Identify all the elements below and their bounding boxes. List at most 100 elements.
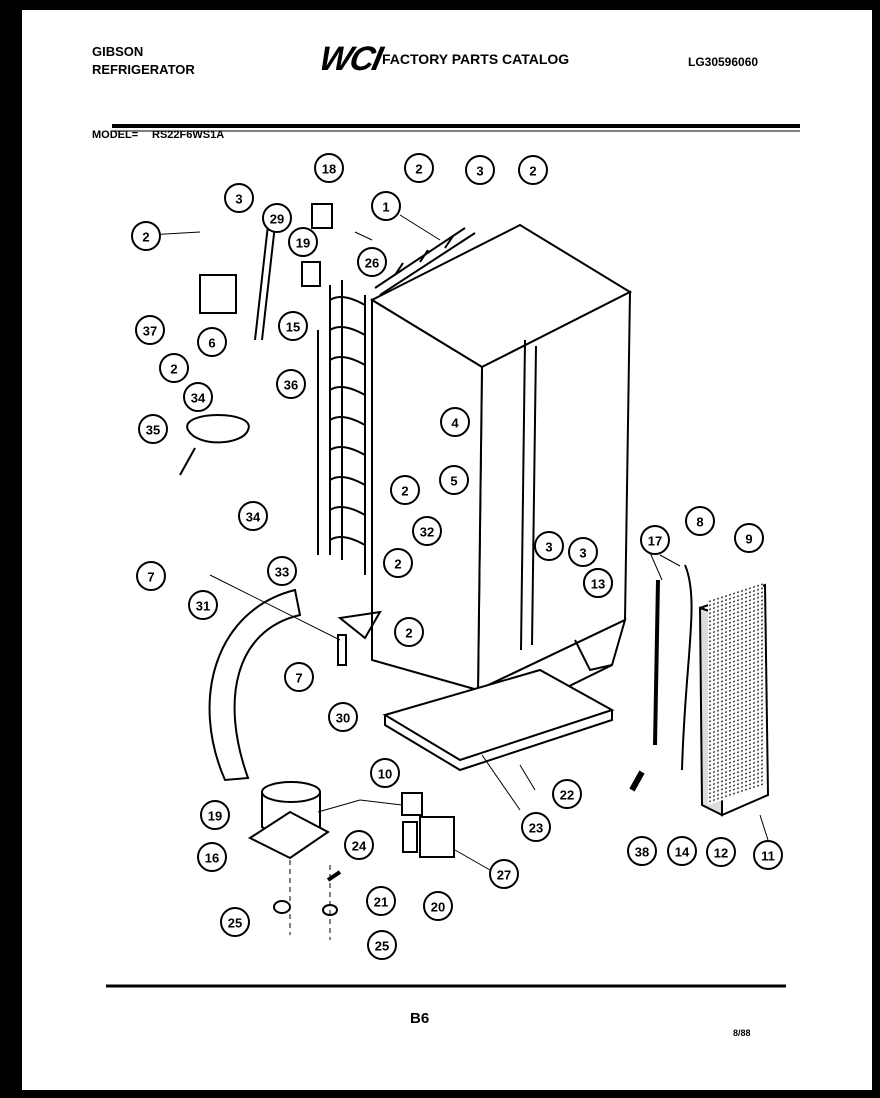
part-callout-32: 32 bbox=[412, 516, 442, 546]
callout-circle bbox=[138, 414, 168, 444]
callout-number: 24 bbox=[352, 839, 367, 854]
part-callout-3: 3 bbox=[568, 537, 598, 567]
part-callout-10: 10 bbox=[370, 758, 400, 788]
part-callout-34: 34 bbox=[183, 382, 213, 412]
callout-circle bbox=[135, 315, 165, 345]
part-callout-38: 38 bbox=[627, 836, 657, 866]
callout-circle bbox=[685, 506, 715, 536]
callout-circle bbox=[534, 531, 564, 561]
heater-rod bbox=[653, 579, 660, 746]
callout-number: 11 bbox=[761, 849, 775, 864]
callout-number: 6 bbox=[208, 336, 215, 351]
part-callout-8: 8 bbox=[685, 506, 715, 536]
callout-number: 27 bbox=[497, 868, 511, 883]
callout-circle bbox=[238, 501, 268, 531]
control-parts bbox=[179, 203, 645, 916]
part-callout-2: 2 bbox=[394, 617, 424, 647]
print-date: 8/88 bbox=[733, 1028, 751, 1038]
callout-circle bbox=[667, 836, 697, 866]
callout-number: 7 bbox=[147, 570, 154, 585]
callout-circle bbox=[367, 930, 397, 960]
callout-circle bbox=[288, 227, 318, 257]
callout-circle bbox=[412, 516, 442, 546]
callout-number: 14 bbox=[675, 845, 690, 860]
part-callout-25: 25 bbox=[367, 930, 397, 960]
model-label: MODEL= bbox=[92, 129, 139, 141]
callout-number: 35 bbox=[146, 423, 160, 438]
part-callout-35: 35 bbox=[138, 414, 168, 444]
part-callout-2: 2 bbox=[404, 153, 434, 183]
callout-circle bbox=[390, 475, 420, 505]
part-callout-31: 31 bbox=[188, 590, 218, 620]
part-callout-29: 29 bbox=[262, 203, 292, 233]
callout-circle bbox=[440, 407, 470, 437]
callout-number: 2 bbox=[394, 557, 401, 572]
callout-number: 37 bbox=[143, 324, 157, 339]
callout-circle bbox=[439, 465, 469, 495]
part-callout-4: 4 bbox=[440, 407, 470, 437]
callout-number: 2 bbox=[142, 230, 149, 245]
callout-circle bbox=[552, 779, 582, 809]
callout-circle bbox=[197, 327, 227, 357]
callout-circle bbox=[262, 203, 292, 233]
evaporator-panel bbox=[698, 582, 770, 817]
callout-circle bbox=[220, 907, 250, 937]
callout-circle bbox=[188, 590, 218, 620]
callout-circle bbox=[489, 859, 519, 889]
callout-circle bbox=[371, 191, 401, 221]
part-callout-15: 15 bbox=[278, 311, 308, 341]
part-callout-2: 2 bbox=[390, 475, 420, 505]
callout-number: 22 bbox=[560, 788, 574, 803]
document-number: LG30596060 bbox=[688, 55, 759, 69]
callout-number: 34 bbox=[246, 510, 261, 525]
callout-circle bbox=[568, 537, 598, 567]
part-callout-33: 33 bbox=[267, 556, 297, 586]
callout-number: 5 bbox=[450, 474, 457, 489]
part-callout-24: 24 bbox=[344, 830, 374, 860]
part-callout-2: 2 bbox=[131, 221, 161, 251]
base-tray bbox=[382, 668, 615, 772]
callout-circle bbox=[521, 812, 551, 842]
callout-number: 3 bbox=[476, 164, 483, 179]
callout-number: 16 bbox=[205, 851, 219, 866]
callout-number: 7 bbox=[295, 671, 302, 686]
callout-number: 10 bbox=[378, 767, 392, 782]
part-callout-2: 2 bbox=[159, 353, 189, 383]
callout-circle bbox=[640, 525, 670, 555]
callout-number: 19 bbox=[208, 809, 222, 824]
callout-number: 18 bbox=[322, 162, 336, 177]
callout-circle bbox=[284, 662, 314, 692]
callout-circle bbox=[200, 800, 230, 830]
part-callout-25: 25 bbox=[220, 907, 250, 937]
model-number: RS22F6WS1A bbox=[152, 129, 225, 141]
part-callout-21: 21 bbox=[366, 886, 396, 916]
compressor bbox=[247, 781, 330, 860]
callout-circle bbox=[627, 836, 657, 866]
callout-circle bbox=[465, 155, 495, 185]
callout-circle bbox=[518, 155, 548, 185]
callout-number: 34 bbox=[191, 391, 206, 406]
part-callout-14: 14 bbox=[667, 836, 697, 866]
part-callout-13: 13 bbox=[583, 568, 613, 598]
part-callout-36: 36 bbox=[276, 369, 306, 399]
callout-number: 12 bbox=[714, 846, 728, 861]
callout-number: 19 bbox=[296, 236, 310, 251]
part-callout-2: 2 bbox=[383, 548, 413, 578]
callout-circle bbox=[706, 837, 736, 867]
part-callout-6: 6 bbox=[197, 327, 227, 357]
callout-number: 13 bbox=[591, 577, 605, 592]
part-callout-7: 7 bbox=[136, 561, 166, 591]
callout-number: 9 bbox=[745, 532, 752, 547]
callout-number: 8 bbox=[696, 515, 703, 530]
callout-number: 23 bbox=[529, 821, 543, 836]
drain-hose bbox=[208, 588, 302, 782]
refrigerator-cabinet bbox=[369, 223, 633, 737]
callout-circle bbox=[344, 830, 374, 860]
part-callout-2: 2 bbox=[518, 155, 548, 185]
callout-circle bbox=[734, 523, 764, 553]
callout-circle bbox=[197, 842, 227, 872]
callout-number: 2 bbox=[401, 484, 408, 499]
